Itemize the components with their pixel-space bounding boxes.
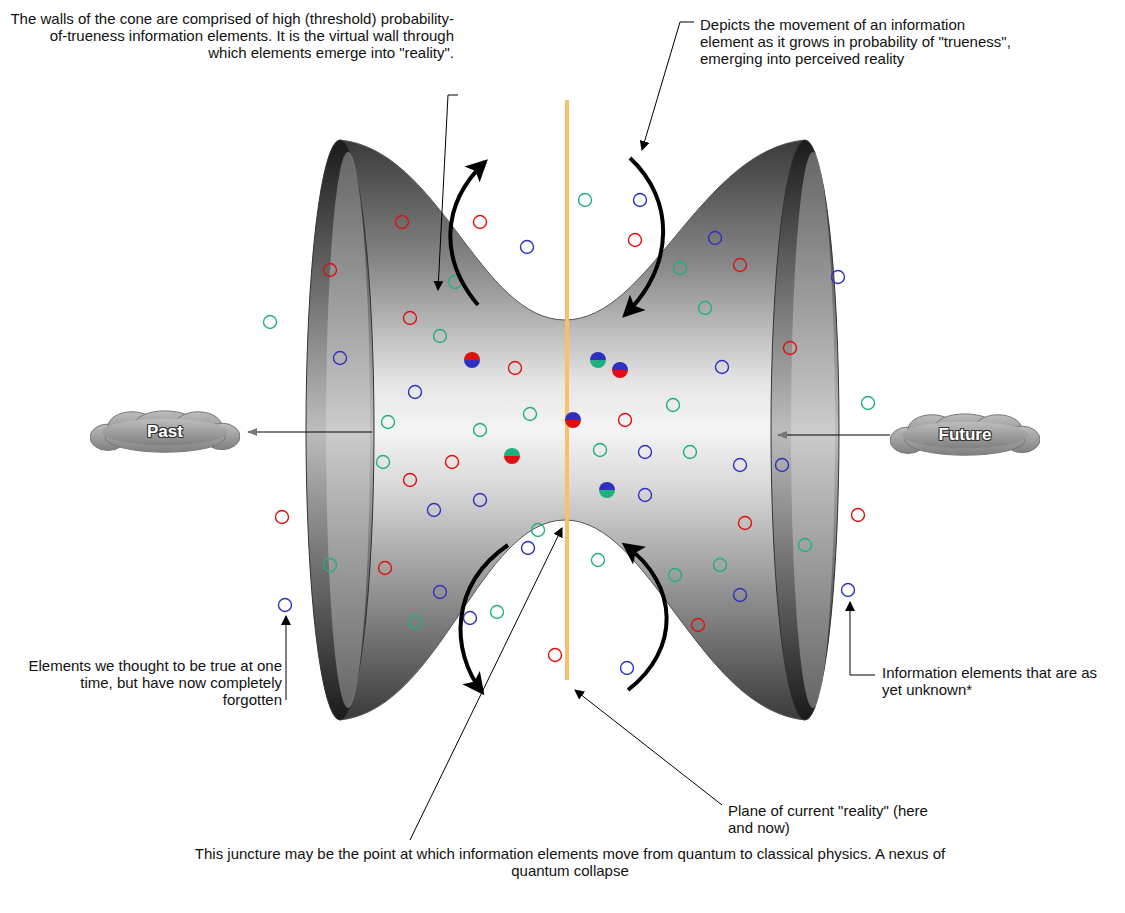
callout-note: This juncture may be the point at which … xyxy=(180,845,960,879)
cloud-shape: Past xyxy=(90,410,240,454)
callout-note: The walls of the cone are comprised of h… xyxy=(8,10,454,61)
callout-note: Information elements that are as yet unk… xyxy=(882,664,1102,698)
cloud-label: Past xyxy=(147,422,183,442)
callout-note: Elements we thought to be true at one ti… xyxy=(20,657,282,708)
callout-note: Depicts the movement of an information e… xyxy=(700,16,1020,67)
cloud-shape: Future xyxy=(890,413,1040,457)
cloud-label: Future xyxy=(939,425,992,445)
callout-note: Plane of current "reality" (here and now… xyxy=(728,802,948,836)
